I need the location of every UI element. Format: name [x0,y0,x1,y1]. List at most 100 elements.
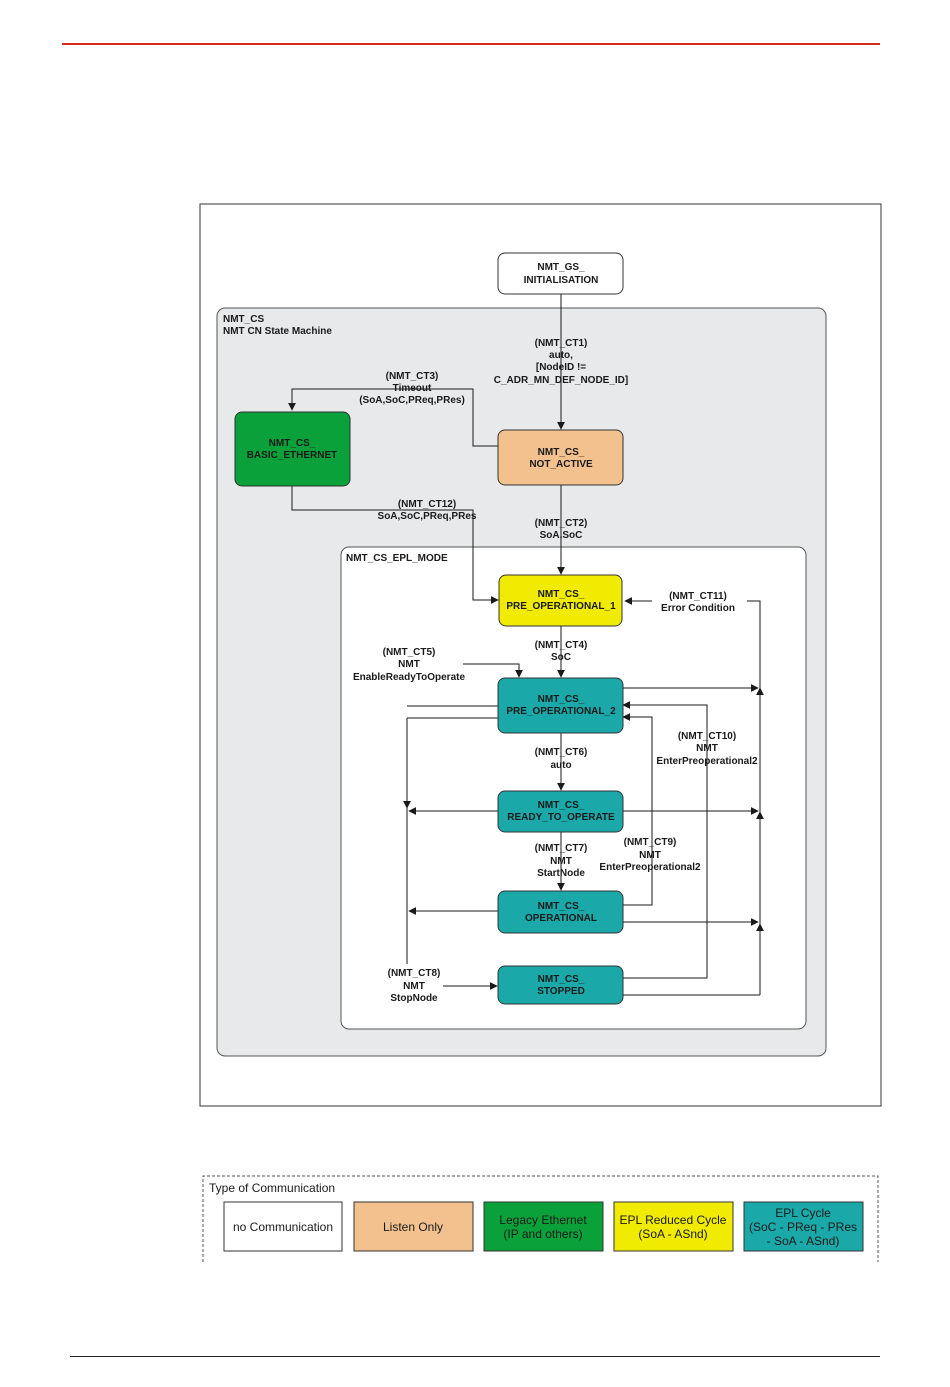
transition-text: NMT [639,850,661,861]
label-ct8: (NMT_CT8) NMT StopNode [388,968,441,1004]
state-not-active: NMT_CS_ NOT_ACTIVE [497,429,624,486]
label-ct3: (NMT_CT3) Timeout (SoA,SoC,PReq,PRes) [359,371,465,406]
legend: Type of Communication no Communication L… [202,1175,879,1262]
state-label: NOT_ACTIVE [529,459,593,470]
transition-text: EnterPreoperational2 [599,862,701,873]
transition-text: (NMT_CT6) [535,747,588,758]
legend-swatch [613,1201,734,1252]
state-operational: NMT_CS_ OPERATIONAL [497,890,624,934]
transition-text: NMT [398,659,420,670]
label-ct9: (NMT_CT9) NMT EnterPreoperational2 [599,837,701,873]
transition-text: SoC [551,652,571,663]
state-label: INITIALISATION [524,275,599,286]
label-ct1: (NMT_CT1) auto, [NodeID != C_ADR_MN_DEF_… [494,338,628,386]
transition-text: NMT [550,856,572,867]
legend-label: (SoC - PReq - PRes [749,1220,857,1234]
label-ct6: (NMT_CT6) auto [535,747,588,771]
transition-text: [NodeID != [536,362,586,373]
transition-text: auto [550,760,571,771]
legend-swatch [483,1201,604,1252]
legend-label: EPL Cycle [775,1206,831,1220]
label-ct12: (NMT_CT12) SoA,SoC,PReq,PRes [378,499,477,522]
legend-label: Legacy Ethernet [499,1213,587,1227]
state-label: NMT_CS_ [538,974,585,985]
transition-text: (NMT_CT2) [535,518,588,529]
state-label: NMT_CS_ [538,901,585,912]
legend-item-epl-reduced-cycle: EPL Reduced Cycle (SoA - ASnd) [613,1201,734,1252]
state-pre-operational-1: NMT_CS_ PRE_OPERATIONAL_1 [498,574,623,627]
transition-text: EnableReadyToOperate [353,672,466,683]
edge-ct11-trunk [747,600,761,995]
state-label: PRE_OPERATIONAL_1 [506,601,616,612]
transition-text: (NMT_CT5) [383,647,436,658]
transition-text: (NMT_CT1) [535,338,588,349]
nmt-cs-group-subtitle: NMT CN State Machine [223,326,332,337]
legend-item-listen-only: Listen Only [353,1201,474,1252]
transition-text: (NMT_CT9) [624,837,677,848]
transition-text: (SoA,SoC,PReq,PRes) [359,395,465,406]
legend-swatch [223,1201,343,1252]
state-label: NMT_GS_ [537,262,585,273]
state-label: NMT_CS_ [269,438,316,449]
transition-text: (NMT_CT12) [398,499,456,510]
transition-text: EnterPreoperational2 [656,756,758,767]
footer-rule [70,1356,880,1357]
transition-text: NMT [403,981,425,992]
legend-item-epl-cycle: EPL Cycle (SoC - PReq - PRes - SoA - ASn… [743,1201,864,1252]
label-ct7: (NMT_CT7) NMT StartNode [535,843,588,879]
state-label: OPERATIONAL [525,913,597,924]
state-label: READY_TO_OPERATE [507,812,615,823]
transition-text: (NMT_CT10) [678,731,736,742]
transition-text: (NMT_CT3) [386,371,439,382]
transition-text: StopNode [390,993,438,1004]
legend-frame [202,1175,879,1262]
state-gs-initialisation: NMT_GS_ INITIALISATION [497,252,624,295]
legend-item-legacy-ethernet: Legacy Ethernet (IP and others) [483,1201,604,1252]
header-rule [62,43,880,45]
state-ready-to-operate: NMT_CS_ READY_TO_OPERATE [497,790,624,833]
legend-label: (SoA - ASnd) [638,1227,707,1241]
legend-label: EPL Reduced Cycle [620,1213,727,1227]
transition-text: (NMT_CT4) [535,640,588,651]
edge-ct5 [463,663,523,678]
epl-mode-group-title: NMT_CS_EPL_MODE [346,553,448,564]
transition-text: SoA,SoC,PReq,PRes [378,511,477,522]
label-ct10: (NMT_CT10) NMT EnterPreoperational2 [656,731,758,767]
state-label: BASIC_ETHERNET [247,450,338,461]
state-label: NMT_CS_ [538,694,585,705]
transition-text: (NMT_CT8) [388,968,441,979]
state-pre-operational-2: NMT_CS_ PRE_OPERATIONAL_2 [497,677,624,734]
edge-ct3 [288,388,498,447]
transition-text: (NMT_CT7) [535,843,588,854]
state-label: NMT_CS_ [538,589,585,600]
state-label: PRE_OPERATIONAL_2 [506,706,616,717]
nmt-cs-group-title: NMT_CS [223,314,264,325]
state-basic-ethernet: NMT_CS_ BASIC_ETHERNET [234,411,351,487]
legend-label: (IP and others) [503,1227,582,1241]
legend-swatch [743,1201,864,1252]
transition-text: Timeout [393,383,432,394]
state-label: NMT_CS_ [538,447,585,458]
epl-mode-group [340,546,807,1030]
transition-text: StartNode [537,868,585,879]
label-ct5: (NMT_CT5) NMT EnableReadyToOperate [353,647,466,683]
transition-edges [288,294,764,996]
transition-text: auto, [549,350,573,361]
transition-text: NMT [696,743,718,754]
label-ct11: (NMT_CT11) Error Condition [661,591,735,614]
state-label: STOPPED [537,986,585,997]
legend-item-no-communication: no Communication [223,1201,343,1252]
edge-ct10 [622,701,708,979]
transition-text: (NMT_CT11) [669,591,727,602]
legend-label: no Communication [233,1220,333,1234]
transition-text: C_ADR_MN_DEF_NODE_ID] [494,375,628,386]
legend-label: Listen Only [383,1220,443,1234]
state-stopped: NMT_CS_ STOPPED [497,965,624,1005]
edge-ct12 [291,486,499,604]
legend-label: - SoA - ASnd) [767,1234,840,1248]
label-ct2: (NMT_CT2) SoA,SoC [535,518,588,541]
label-ct4: (NMT_CT4) SoC [535,640,588,663]
legend-title: Type of Communication [209,1181,335,1195]
transition-text: SoA,SoC [540,530,583,541]
